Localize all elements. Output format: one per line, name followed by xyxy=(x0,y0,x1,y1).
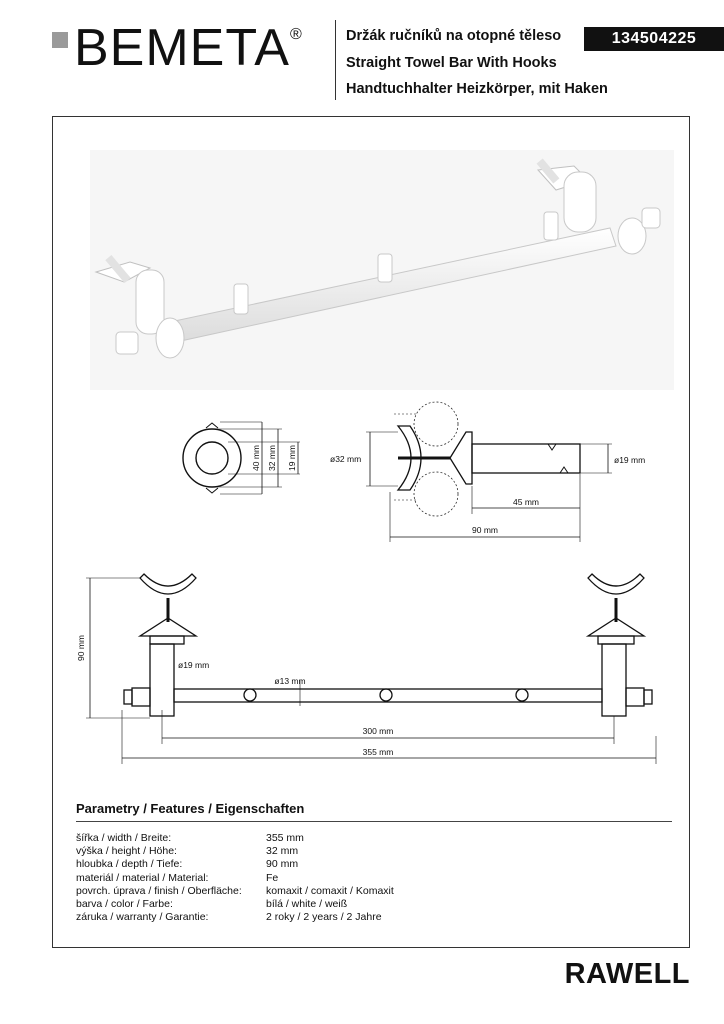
title-czech: Držák ručníků na otopné těleso xyxy=(346,28,562,44)
feature-value: 90 mm xyxy=(266,858,299,871)
feature-row: barva / color / Farbe: bílá / white / we… xyxy=(76,898,394,911)
feature-label: záruka / warranty / Garantie: xyxy=(76,911,209,924)
series-name: RAWELL xyxy=(564,958,690,990)
header-divider xyxy=(335,20,336,100)
brand-logo: BEMETA xyxy=(74,19,290,77)
feature-row: materiál / material / Material: Fe xyxy=(76,872,394,885)
product-code: 134504225 xyxy=(584,27,724,51)
title-german: Handtuchhalter Heizkörper, mit Haken xyxy=(346,81,608,97)
product-photo xyxy=(90,150,674,390)
feature-value: komaxit / comaxit / Komaxit xyxy=(266,884,394,897)
feature-label: barva / color / Farbe: xyxy=(76,898,173,911)
features-title: Parametry / Features / Eigenschaften xyxy=(76,801,305,816)
feature-row: hloubka / depth / Tiefe: 90 mm xyxy=(76,858,394,871)
registered-mark: ® xyxy=(290,26,302,43)
feature-row: povrch. úprava / finish / Oberfläche: ko… xyxy=(76,885,394,898)
drawing-frame xyxy=(52,116,690,948)
feature-label: výška / height / Höhe: xyxy=(76,845,177,858)
feature-value: bílá / white / weiß xyxy=(266,898,348,911)
feature-label: materiál / material / Material: xyxy=(76,871,209,884)
features-divider xyxy=(76,821,672,822)
feature-value: 32 mm xyxy=(266,845,299,858)
features-table: šířka / width / Breite: 355 mm výška / h… xyxy=(76,832,394,924)
feature-row: výška / height / Höhe: 32 mm xyxy=(76,845,394,858)
feature-label: šířka / width / Breite: xyxy=(76,832,172,844)
feature-label: hloubka / depth / Tiefe: xyxy=(76,858,183,871)
feature-row: šířka / width / Breite: 355 mm xyxy=(76,832,394,845)
logo-square-mark xyxy=(52,32,68,48)
title-english: Straight Towel Bar With Hooks xyxy=(346,55,557,71)
feature-label: povrch. úprava / finish / Oberfläche: xyxy=(76,884,242,897)
feature-row: záruka / warranty / Garantie: 2 roky / 2… xyxy=(76,911,394,924)
feature-value: 355 mm xyxy=(266,832,304,844)
feature-value: Fe xyxy=(266,871,279,884)
feature-value: 2 roky / 2 years / 2 Jahre xyxy=(266,911,382,924)
